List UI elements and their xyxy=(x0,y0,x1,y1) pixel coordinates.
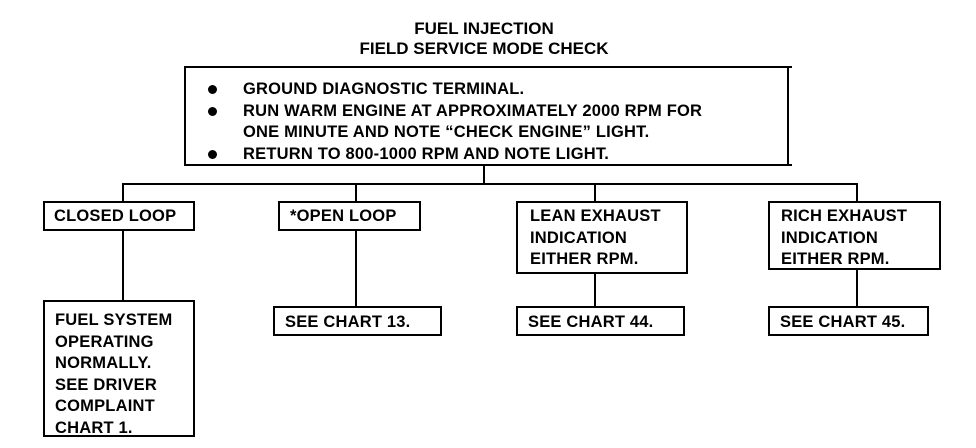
see-chart-13-box: SEE CHART 13. xyxy=(273,306,442,336)
connector-lean-to-chart44 xyxy=(594,274,596,306)
connector-to-lean xyxy=(594,183,596,201)
chart45-label: SEE CHART 45. xyxy=(780,313,906,331)
connector-horizontal-bus xyxy=(122,183,858,185)
lean-exhaust-box: LEAN EXHAUST INDICATION EITHER RPM. xyxy=(516,201,688,274)
instruction-item-2-continued: ONE MINUTE AND NOTE “CHECK ENGINE” LIGHT… xyxy=(196,122,792,144)
rich-line-2: INDICATION xyxy=(781,228,879,247)
rich-line-3: EITHER RPM. xyxy=(781,250,890,268)
closed-loop-box: CLOSED LOOP xyxy=(43,201,195,231)
instruction-item-1: GROUND DIAGNOSTIC TERMINAL. xyxy=(196,79,792,101)
connector-to-closed-loop xyxy=(122,183,124,201)
bullet-icon xyxy=(208,149,217,159)
connector-to-open-loop xyxy=(355,183,357,201)
connector-main-down xyxy=(483,164,485,184)
fuel-line-5: COMPLAINT xyxy=(55,397,155,415)
instruction-text-2: RUN WARM ENGINE AT APPROXIMATELY 2000 RP… xyxy=(243,101,703,120)
bullet-icon xyxy=(208,85,217,94)
connector-to-rich xyxy=(856,183,858,201)
instruction-text-2b: ONE MINUTE AND NOTE “CHECK ENGINE” LIGHT… xyxy=(243,123,650,141)
lean-line-2: INDICATION xyxy=(530,228,628,247)
chart13-label: SEE CHART 13. xyxy=(285,313,411,331)
instruction-item-2: RUN WARM ENGINE AT APPROXIMATELY 2000 RP… xyxy=(196,101,792,123)
chart44-label: SEE CHART 44. xyxy=(528,313,654,331)
lean-line-1: LEAN EXHAUST xyxy=(530,207,661,225)
fuel-line-4: SEE DRIVER xyxy=(55,375,157,394)
fuel-system-normal-box: FUEL SYSTEM OPERATING NORMALLY. SEE DRIV… xyxy=(43,300,195,437)
fuel-line-6: CHART 1. xyxy=(55,418,133,437)
instruction-text-3: RETURN TO 800-1000 RPM AND NOTE LIGHT. xyxy=(243,144,610,163)
instruction-item-3: RETURN TO 800-1000 RPM AND NOTE LIGHT. xyxy=(196,144,792,166)
open-loop-label: *OPEN LOOP xyxy=(290,207,397,225)
see-chart-44-box: SEE CHART 44. xyxy=(516,306,685,336)
lean-line-3: EITHER RPM. xyxy=(530,250,639,268)
open-loop-box: *OPEN LOOP xyxy=(278,201,421,231)
fuel-line-3: NORMALLY. xyxy=(55,354,152,372)
main-instruction-box: GROUND DIAGNOSTIC TERMINAL. RUN WARM ENG… xyxy=(184,66,792,166)
main-box-right-edge xyxy=(787,66,789,164)
fuel-line-2: OPERATING xyxy=(55,332,154,351)
diagram-title-line-2: FIELD SERVICE MODE CHECK xyxy=(359,39,609,58)
diagram-title-line-1: FUEL INJECTION xyxy=(414,19,554,38)
connector-open-to-chart13 xyxy=(355,231,357,306)
connector-closed-to-fuel xyxy=(122,231,124,300)
bullet-icon xyxy=(208,106,217,116)
fuel-line-1: FUEL SYSTEM xyxy=(55,311,173,329)
rich-line-1: RICH EXHAUST xyxy=(781,207,908,225)
connector-rich-to-chart45 xyxy=(856,270,858,306)
closed-loop-label: CLOSED LOOP xyxy=(54,207,177,225)
instruction-text-1: GROUND DIAGNOSTIC TERMINAL. xyxy=(243,80,525,98)
see-chart-45-box: SEE CHART 45. xyxy=(768,306,929,336)
rich-exhaust-box: RICH EXHAUST INDICATION EITHER RPM. xyxy=(768,201,941,270)
